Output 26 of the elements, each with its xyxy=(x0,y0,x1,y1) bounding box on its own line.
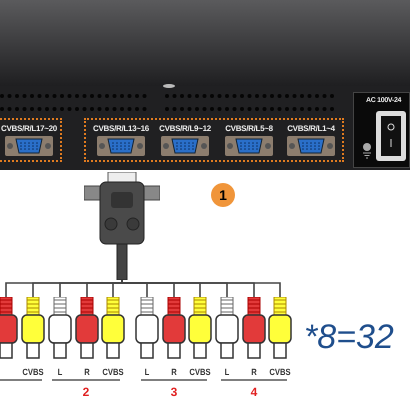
plug-label: R xyxy=(250,367,258,377)
plug-label: L xyxy=(56,367,64,377)
plug-label: R xyxy=(83,367,91,377)
port-label: CVBS/R/L1~4 xyxy=(286,124,336,133)
plug-label: CVBS xyxy=(268,367,292,377)
power-panel xyxy=(353,92,410,168)
port-label: CVBS/R/L13~16 xyxy=(92,124,150,133)
port-group-frame xyxy=(84,118,344,162)
plug-label: R xyxy=(170,367,178,377)
port-group-frame xyxy=(0,118,62,162)
port-label: CVBS/R/L5~8 xyxy=(224,124,274,133)
step-number-badge xyxy=(211,183,235,207)
plug-label: CVBS xyxy=(21,367,45,377)
group-number: 2 xyxy=(82,385,90,399)
plug-label: L xyxy=(224,367,230,377)
port-label: CVBS/R/L9~12 xyxy=(158,124,212,133)
cable-wire xyxy=(121,280,281,297)
multiplier-note: *8=32 xyxy=(304,318,394,357)
plug-label: CVBS xyxy=(188,367,212,377)
group-number: 4 xyxy=(250,385,258,399)
plug-label: CVBS xyxy=(101,367,125,377)
port-label: CVBS/R/L17~20 xyxy=(0,124,58,133)
cable-wire xyxy=(112,280,123,297)
group-number: 3 xyxy=(170,385,178,399)
step-number: 1 xyxy=(219,187,227,203)
plug-label: L xyxy=(144,367,150,377)
